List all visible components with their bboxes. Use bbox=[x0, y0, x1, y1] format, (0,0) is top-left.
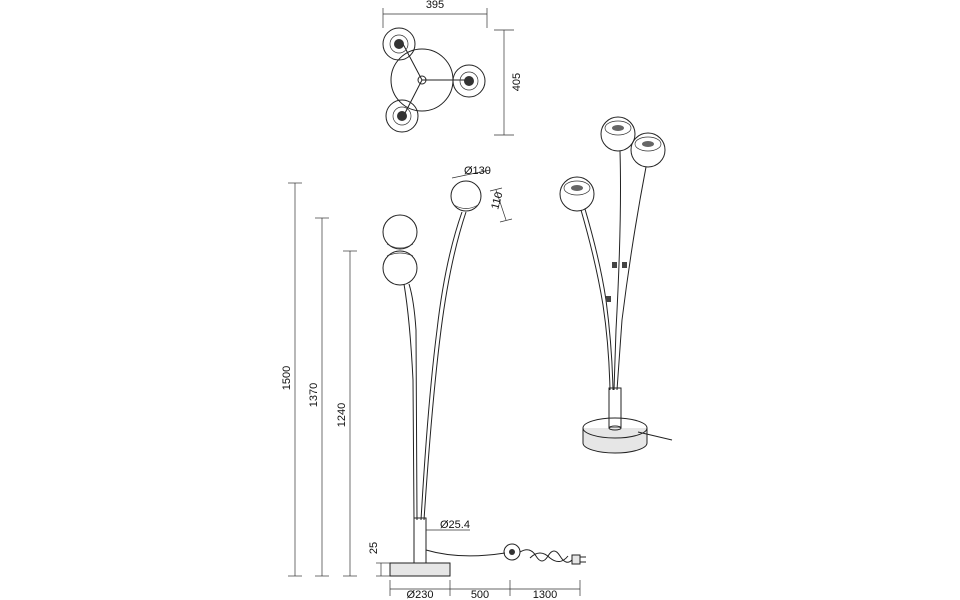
front-shade-top-left bbox=[382, 214, 418, 250]
persp-base bbox=[582, 417, 648, 454]
height-mid-dimension: 1370 bbox=[308, 217, 329, 577]
pole bbox=[413, 517, 427, 565]
front-shade-low-left bbox=[382, 250, 418, 286]
cable-coil bbox=[519, 549, 573, 563]
top-shade-3 bbox=[385, 99, 419, 133]
front-shade-right bbox=[450, 180, 482, 212]
top-width-label: 395 bbox=[426, 0, 444, 11]
top-shade-1 bbox=[382, 27, 416, 61]
base-height-dimension: 25 bbox=[368, 542, 390, 577]
top-hub bbox=[417, 75, 427, 85]
persp-cable bbox=[637, 431, 673, 441]
front-view: 1500 1370 1240 Ø130 110 bbox=[281, 165, 586, 600]
shade-height-label: 110 bbox=[489, 191, 505, 211]
top-height-dimension: 405 bbox=[494, 29, 523, 136]
shade-diameter-dimension: Ø130 bbox=[451, 165, 491, 179]
shade-diameter-label: Ø130 bbox=[464, 165, 491, 177]
base bbox=[389, 562, 451, 577]
height-total-dimension: 1500 bbox=[281, 182, 302, 577]
height-mid-label: 1370 bbox=[308, 383, 320, 407]
persp-shade-top bbox=[600, 116, 636, 152]
perspective-view bbox=[559, 116, 673, 454]
top-view: 395 405 bbox=[382, 0, 523, 136]
bottom-dimensions: Ø230 500 1300 bbox=[389, 580, 581, 600]
persp-shade-right bbox=[630, 132, 666, 168]
plug bbox=[571, 554, 581, 565]
stem-1 bbox=[408, 283, 418, 521]
persp-pole bbox=[608, 387, 622, 429]
height-low-dimension: 1240 bbox=[336, 250, 357, 577]
base-diameter-label: Ø230 bbox=[407, 589, 434, 600]
base-height-label: 25 bbox=[368, 542, 380, 554]
top-height-label: 405 bbox=[511, 73, 523, 91]
persp-shade-left bbox=[559, 176, 595, 212]
top-width-dimension: 395 bbox=[382, 0, 488, 28]
pole-diameter-dimension: Ø25.4 bbox=[426, 519, 470, 531]
persp-stem-2 bbox=[616, 166, 647, 391]
shade-height-dimension: 110 bbox=[489, 187, 513, 223]
cable-to-switch-label: 500 bbox=[471, 589, 489, 600]
cable-to-plug-label: 1300 bbox=[533, 589, 557, 600]
cable bbox=[425, 549, 506, 557]
stem-3 bbox=[420, 211, 463, 521]
persp-stem-1 bbox=[613, 150, 621, 391]
stem-2 bbox=[403, 283, 415, 521]
pole-diameter-label: Ø25.4 bbox=[440, 519, 470, 531]
height-low-label: 1240 bbox=[336, 403, 348, 427]
top-shade-2 bbox=[452, 64, 486, 98]
height-total-label: 1500 bbox=[281, 366, 293, 390]
